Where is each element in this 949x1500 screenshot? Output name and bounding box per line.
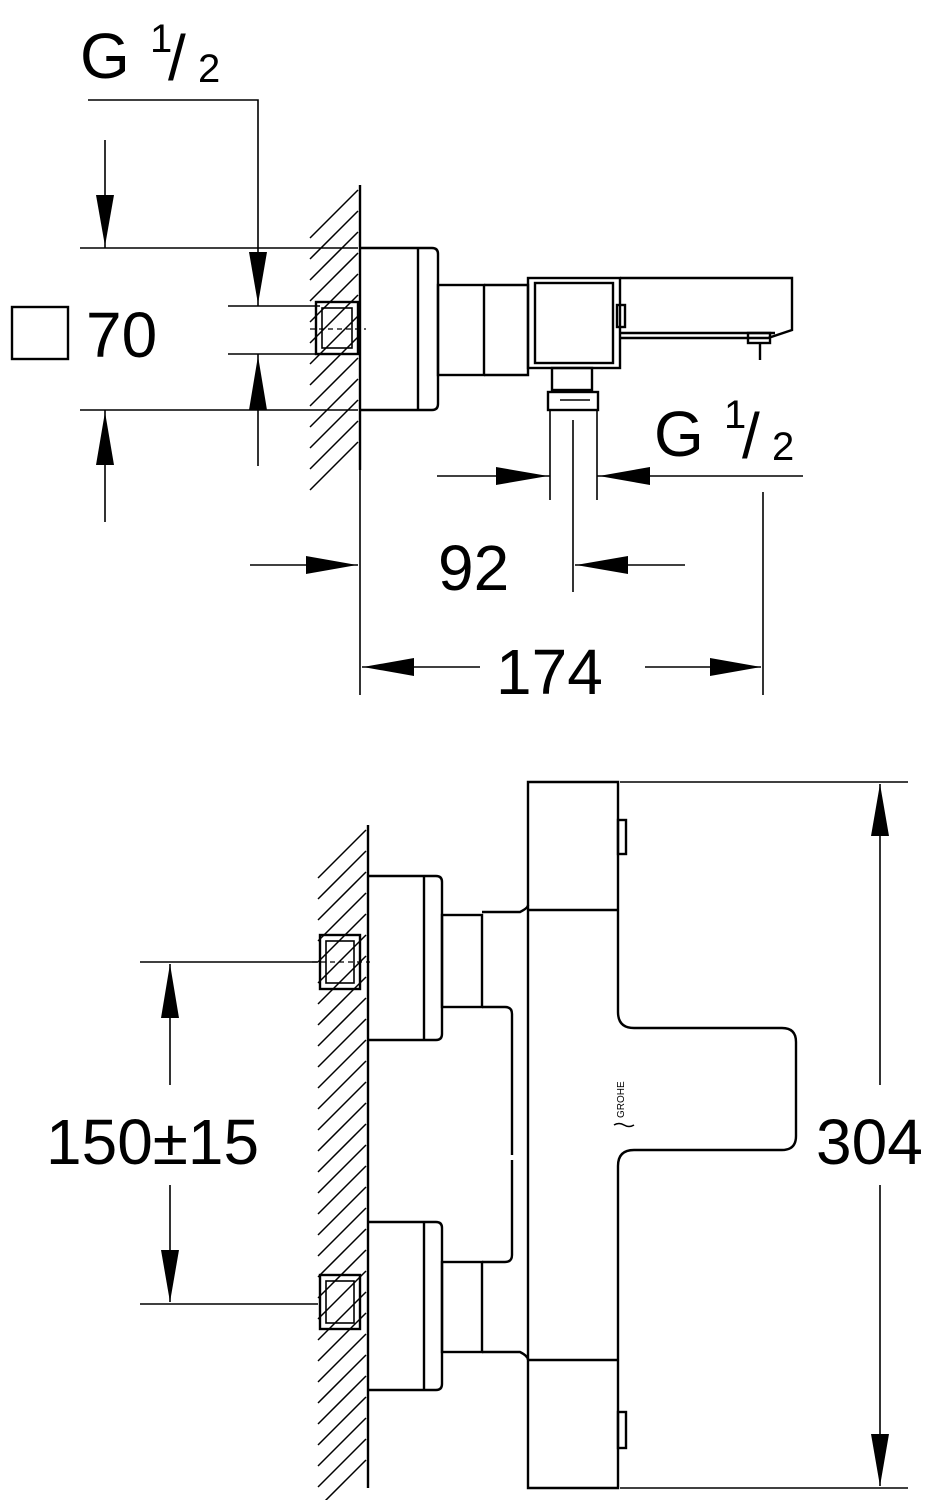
hatch-line xyxy=(317,1312,367,1362)
hatch-line xyxy=(309,273,359,323)
hatch-line xyxy=(317,1438,367,1488)
hatch-line xyxy=(309,378,359,428)
hatch-line xyxy=(317,1123,367,1173)
thread-slash: / xyxy=(742,400,760,472)
thread-slash: / xyxy=(168,22,186,94)
brand-logo: GROHE xyxy=(613,1081,635,1128)
hatch-line xyxy=(317,1291,367,1341)
arrow-right xyxy=(496,467,548,485)
hatch-line xyxy=(317,850,367,900)
escutcheon-value: 70 xyxy=(86,299,157,371)
thread-denominator: 2 xyxy=(198,47,220,91)
square-icon xyxy=(10,305,70,361)
hatch-line xyxy=(317,1165,367,1215)
arrow-left xyxy=(576,556,628,574)
hatch-line xyxy=(317,1333,367,1383)
hatch-line xyxy=(309,336,359,386)
hatch-line xyxy=(309,315,359,365)
front-view: GROHE 150±15 304 xyxy=(46,780,923,1500)
hatch-line xyxy=(317,1417,367,1467)
arrow-up xyxy=(249,356,267,410)
hatch-line xyxy=(317,1186,367,1236)
hatch-line xyxy=(309,357,359,407)
thread-numerator: 1 xyxy=(724,393,746,437)
hatch-line xyxy=(317,997,367,1047)
thread-denominator: 2 xyxy=(772,425,794,469)
hatch-line xyxy=(309,210,359,260)
hatch-line xyxy=(309,420,359,470)
hatch-line xyxy=(309,399,359,449)
arrow-up xyxy=(161,964,179,1018)
hatch-line xyxy=(317,1207,367,1257)
arrow-up xyxy=(96,412,114,465)
lower-inlet xyxy=(318,1160,530,1392)
hatch-line xyxy=(317,1102,367,1152)
hatch-line xyxy=(317,1039,367,1089)
hatch-line xyxy=(317,976,367,1026)
arrow-down xyxy=(161,1250,179,1302)
hatch-line xyxy=(317,829,367,879)
arrow-down xyxy=(96,195,114,246)
arrow-down xyxy=(871,1434,889,1486)
thread-letter: G xyxy=(80,20,130,92)
inlet-spacing-value: 150±15 xyxy=(46,1106,259,1178)
wall-hatching-front xyxy=(317,825,370,1500)
hatch-line xyxy=(317,1081,367,1131)
hatch-line xyxy=(317,1396,367,1446)
thermostat-body: GROHE xyxy=(526,780,798,1490)
outlet-offset-value: 92 xyxy=(438,532,509,604)
arrow-left xyxy=(363,658,414,676)
projection-value: 174 xyxy=(496,636,603,708)
top-view: G 1 / 2 70 xyxy=(10,17,803,708)
thread-numerator: 1 xyxy=(150,17,172,61)
wall-hatching-top xyxy=(309,185,362,491)
thread-letter: G xyxy=(654,398,704,470)
thread-leader xyxy=(88,99,259,250)
hatch-line xyxy=(309,441,359,491)
hatch-line xyxy=(317,871,367,921)
hatch-line xyxy=(317,892,367,942)
arrow-right xyxy=(710,658,761,676)
hatch-line xyxy=(317,1060,367,1110)
arrow-right xyxy=(306,556,357,574)
hatch-line xyxy=(317,1018,367,1068)
outlet-thread-label: G 1 / 2 xyxy=(654,393,794,472)
hatch-line xyxy=(317,1228,367,1278)
hatch-line xyxy=(317,1354,367,1404)
hatch-line xyxy=(324,1459,367,1500)
arrow-up xyxy=(871,784,889,836)
hatch-line xyxy=(309,189,359,239)
arrow-down xyxy=(249,252,267,304)
upper-inlet xyxy=(312,874,530,1155)
hatch-line xyxy=(317,955,367,1005)
hatch-line xyxy=(317,1375,367,1425)
hatch-line xyxy=(317,1144,367,1194)
escutcheon-label: 70 xyxy=(10,299,157,371)
inlet-thread-label: G 1 / 2 xyxy=(80,17,220,94)
logo-text: GROHE xyxy=(616,1081,627,1118)
hatch-line xyxy=(309,231,359,281)
height-value: 304 xyxy=(816,1106,923,1178)
mixer-body-side xyxy=(310,246,794,500)
arrow-left xyxy=(599,467,650,485)
hatch-line xyxy=(309,252,359,302)
